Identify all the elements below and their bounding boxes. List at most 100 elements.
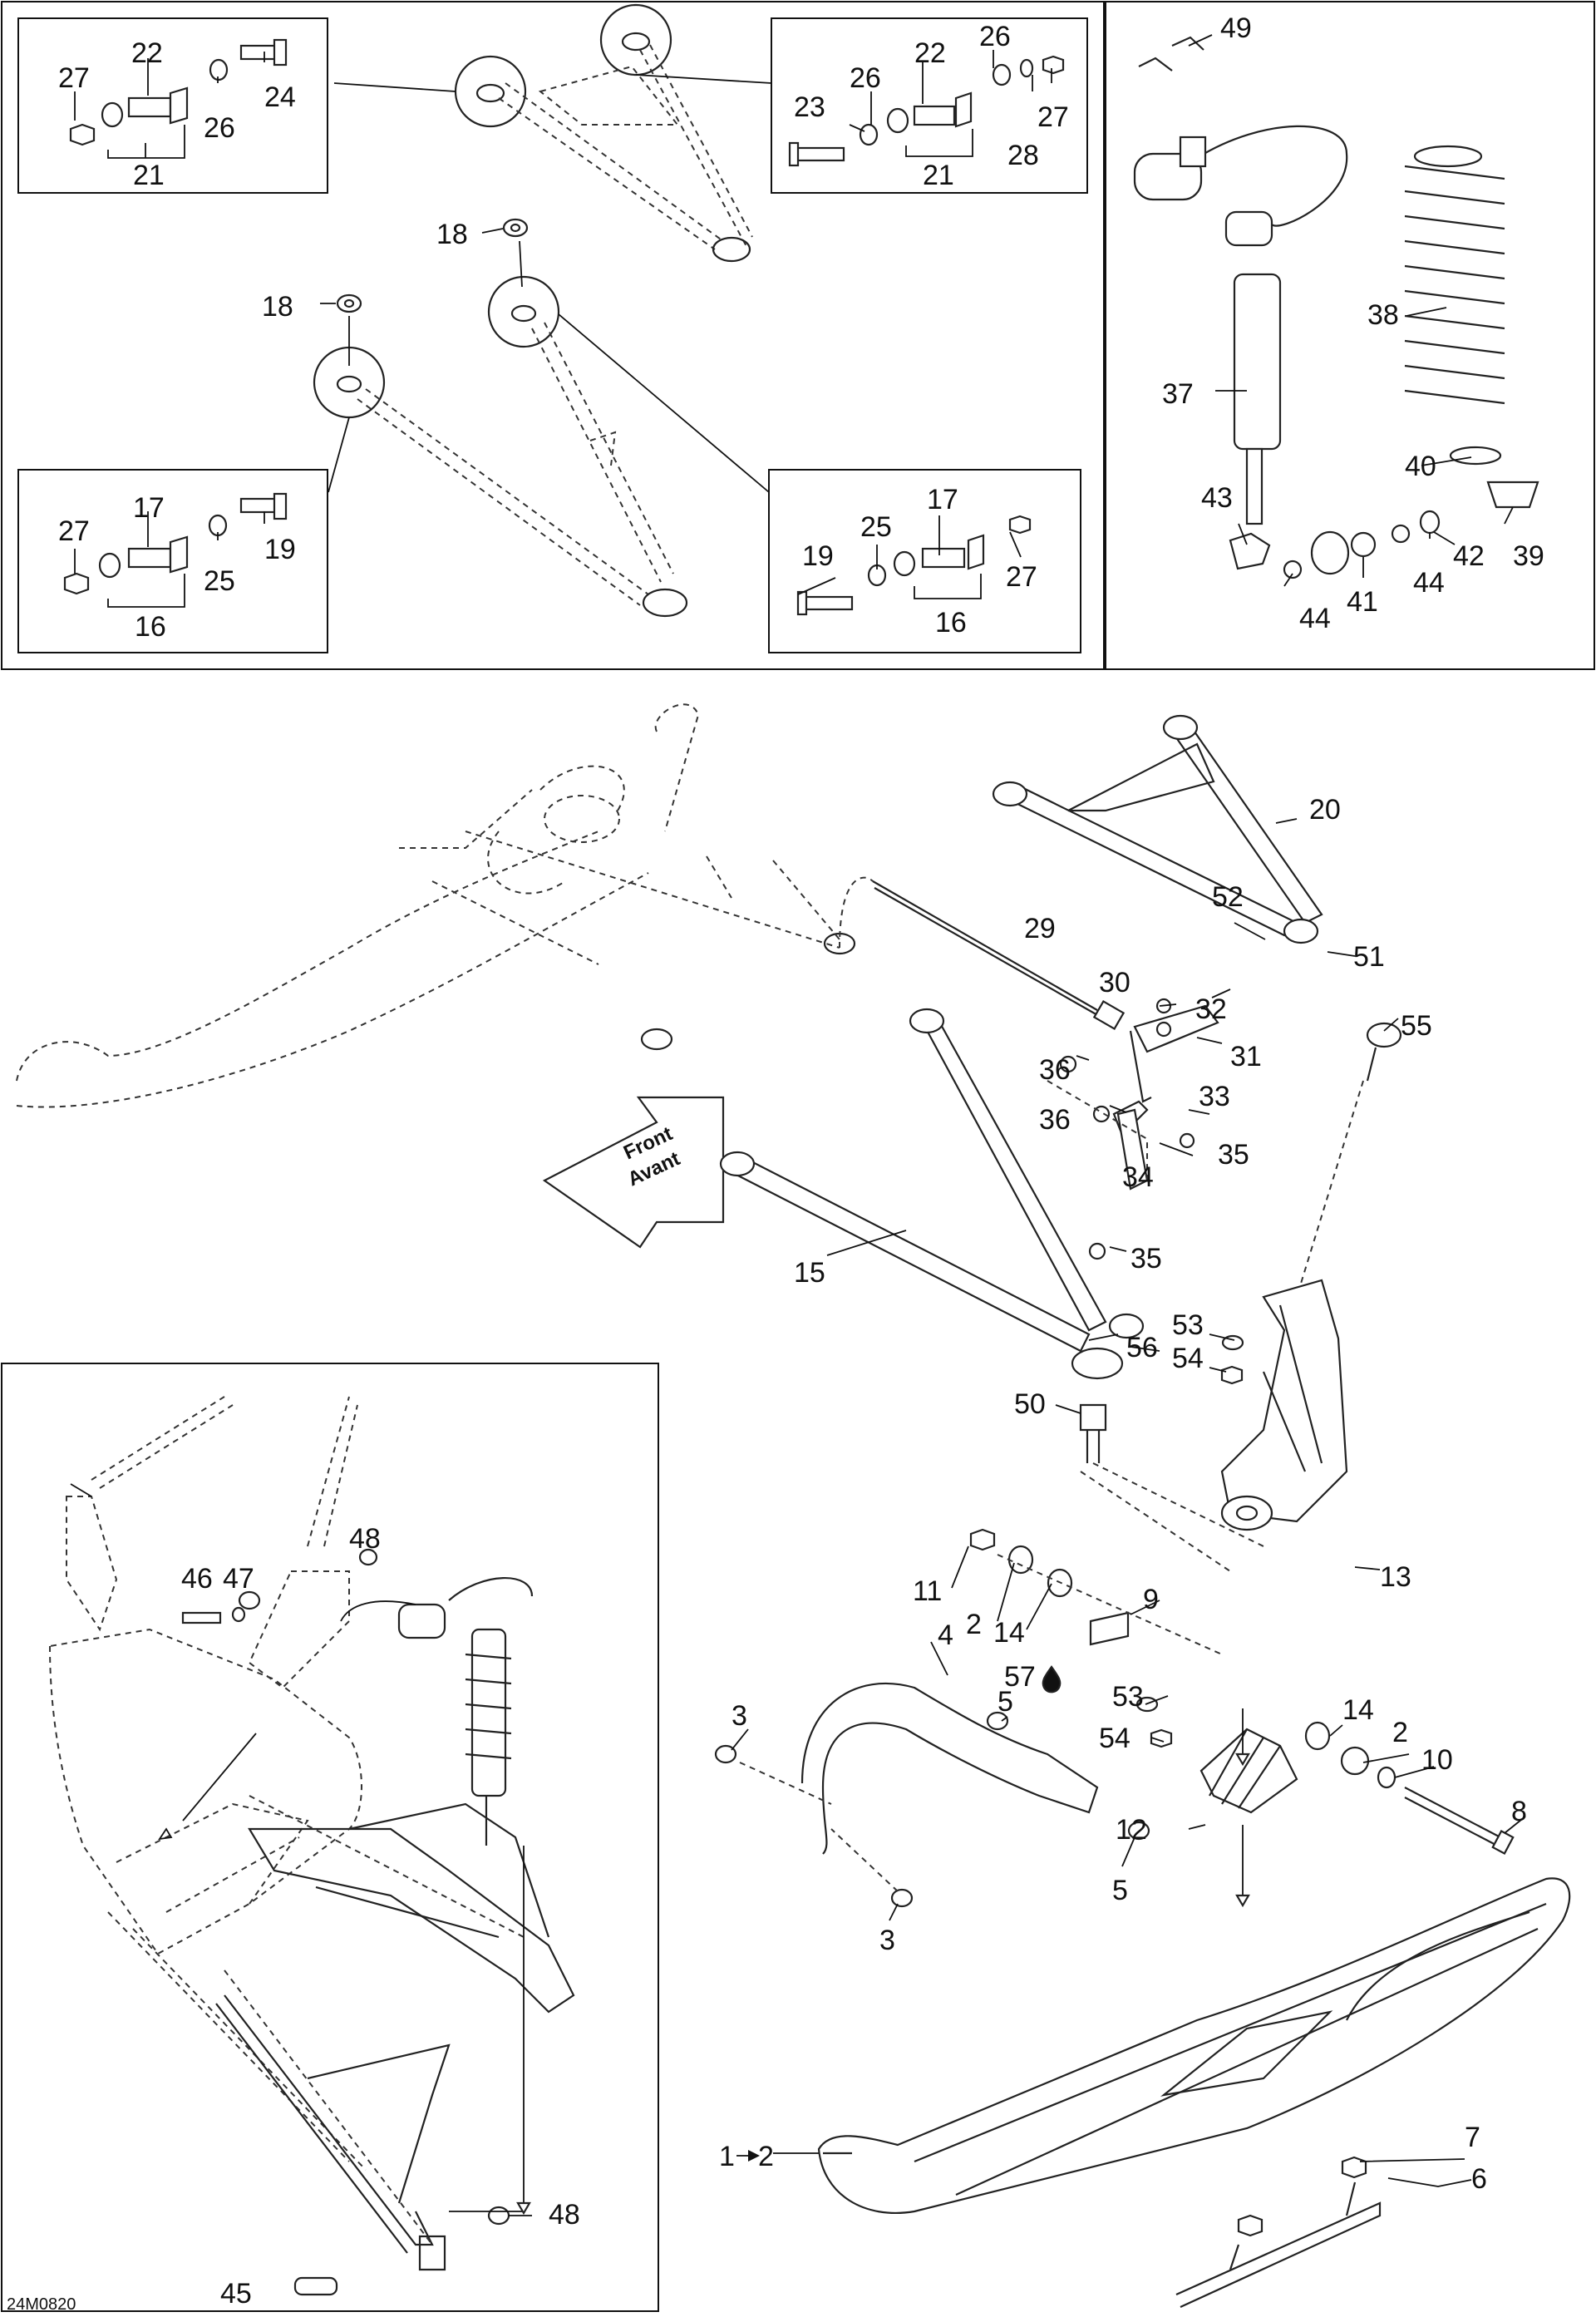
callout-3: 3 xyxy=(732,1700,747,1732)
callout-9: 9 xyxy=(1143,1584,1159,1615)
callout-55: 55 xyxy=(1401,1010,1432,1042)
callout-15: 15 xyxy=(794,1257,825,1289)
callout-57: 57 xyxy=(1004,1661,1036,1693)
ski-loop-4 xyxy=(714,1682,1150,1908)
callout-29: 29 xyxy=(1024,913,1056,944)
callout-50: 50 xyxy=(1014,1388,1046,1420)
callout-14: 14 xyxy=(993,1617,1025,1649)
callout-26: 26 xyxy=(979,21,1011,52)
sway-bar-arm-31-34 xyxy=(1047,998,1219,1260)
callout-53: 53 xyxy=(1172,1309,1204,1341)
callout-11: 11 xyxy=(913,1575,942,1607)
callout-28: 28 xyxy=(1007,140,1039,171)
callout-49: 49 xyxy=(1220,12,1252,44)
installed-suspension-detail xyxy=(48,1396,575,2296)
callout-leader-lines-top xyxy=(74,34,1514,595)
callout-22: 22 xyxy=(131,37,163,69)
callout-53: 53 xyxy=(1112,1681,1144,1713)
figure-code: 24M0820 xyxy=(7,2295,76,2314)
callout-2: 2 xyxy=(1392,1717,1408,1748)
callout-25: 25 xyxy=(860,511,892,543)
callout-2: 2 xyxy=(758,2141,774,2172)
callout-27: 27 xyxy=(1006,561,1037,593)
callout-47: 47 xyxy=(223,1563,254,1595)
callout-35: 35 xyxy=(1218,1139,1249,1171)
callout-43: 43 xyxy=(1201,482,1233,514)
front-direction-arrow: Front Avant xyxy=(542,1096,725,1249)
ski-1 xyxy=(817,1877,1571,2308)
upper-a-arm-top-view xyxy=(454,3,753,263)
callout-14: 14 xyxy=(1342,1694,1374,1726)
callout-16: 16 xyxy=(135,611,166,643)
callout-26: 26 xyxy=(204,112,235,144)
callout-4: 4 xyxy=(938,1619,953,1651)
callout-13: 13 xyxy=(1380,1561,1411,1593)
washer-18-parts xyxy=(320,218,529,366)
callout-20: 20 xyxy=(1309,794,1341,826)
callout-46: 46 xyxy=(181,1563,213,1595)
callout-19: 19 xyxy=(264,534,296,565)
callout-21: 21 xyxy=(923,160,954,191)
callout-40: 40 xyxy=(1405,451,1436,482)
callout-34: 34 xyxy=(1122,1161,1154,1193)
callout-8: 8 xyxy=(1511,1796,1527,1827)
callout-51: 51 xyxy=(1353,941,1385,973)
callout-27: 27 xyxy=(1037,101,1069,133)
callout-19: 19 xyxy=(802,540,834,572)
callout-18: 18 xyxy=(436,219,468,250)
vehicle-suspension-overview xyxy=(16,703,856,1108)
callout-2: 2 xyxy=(966,1609,982,1640)
callout-18: 18 xyxy=(262,291,293,323)
callout-16: 16 xyxy=(935,607,967,638)
bushing-kit-upper-left xyxy=(69,38,288,159)
callout-54: 54 xyxy=(1172,1343,1204,1374)
callout-12: 12 xyxy=(1116,1814,1147,1846)
callout-35: 35 xyxy=(1130,1243,1162,1274)
callout-17: 17 xyxy=(927,484,958,515)
lower-a-arm-top-view xyxy=(313,74,772,618)
callout-37: 37 xyxy=(1162,378,1194,410)
callout-leader-lines xyxy=(70,818,1526,2187)
callout-41: 41 xyxy=(1347,586,1378,618)
arrow-head-icon xyxy=(748,2150,760,2162)
callout-24: 24 xyxy=(264,81,296,113)
bushing-kit-lower-right xyxy=(796,515,1032,616)
callout-3: 3 xyxy=(879,1925,895,1956)
callout-26: 26 xyxy=(850,62,881,94)
upper-a-arm-20 xyxy=(992,714,1323,944)
callout-27: 27 xyxy=(58,515,90,547)
callout-31: 31 xyxy=(1230,1041,1262,1072)
callout-45: 45 xyxy=(220,2278,252,2310)
callout-numbers: 27 22 24 26 21 23 26 22 26 27 28 21 18 1… xyxy=(58,12,1544,2310)
callout-27: 27 xyxy=(58,62,90,94)
callout-10: 10 xyxy=(1421,1744,1453,1776)
callout-17: 17 xyxy=(133,492,165,524)
spindle-13 xyxy=(1220,1279,1348,1531)
callout-36: 36 xyxy=(1039,1104,1071,1136)
lubricant-drop-icon xyxy=(1042,1665,1062,1693)
shock-absorber-assembly xyxy=(1133,36,1539,579)
callout-5: 5 xyxy=(998,1686,1013,1718)
callout-21: 21 xyxy=(133,160,165,191)
callout-48: 48 xyxy=(349,1523,381,1555)
callout-23: 23 xyxy=(794,91,825,123)
bushing-kit-upper-right xyxy=(788,55,1065,167)
callout-6: 6 xyxy=(1471,2163,1487,2195)
callout-36: 36 xyxy=(1039,1054,1071,1086)
callout-39: 39 xyxy=(1513,540,1544,572)
callout-44: 44 xyxy=(1413,567,1445,599)
callout-38: 38 xyxy=(1367,299,1399,331)
lower-a-arm-15 xyxy=(719,1008,1145,1380)
callout-48: 48 xyxy=(549,2199,580,2231)
callout-56: 56 xyxy=(1126,1332,1158,1363)
callout-1: 1 xyxy=(719,2141,735,2172)
callout-33: 33 xyxy=(1199,1081,1230,1112)
ball-joints-50-55 xyxy=(1079,1022,1402,1572)
callout-7: 7 xyxy=(1465,2122,1480,2153)
callout-30: 30 xyxy=(1099,967,1130,998)
callout-44: 44 xyxy=(1299,603,1331,634)
callout-42: 42 xyxy=(1453,540,1485,572)
callout-25: 25 xyxy=(204,565,235,597)
